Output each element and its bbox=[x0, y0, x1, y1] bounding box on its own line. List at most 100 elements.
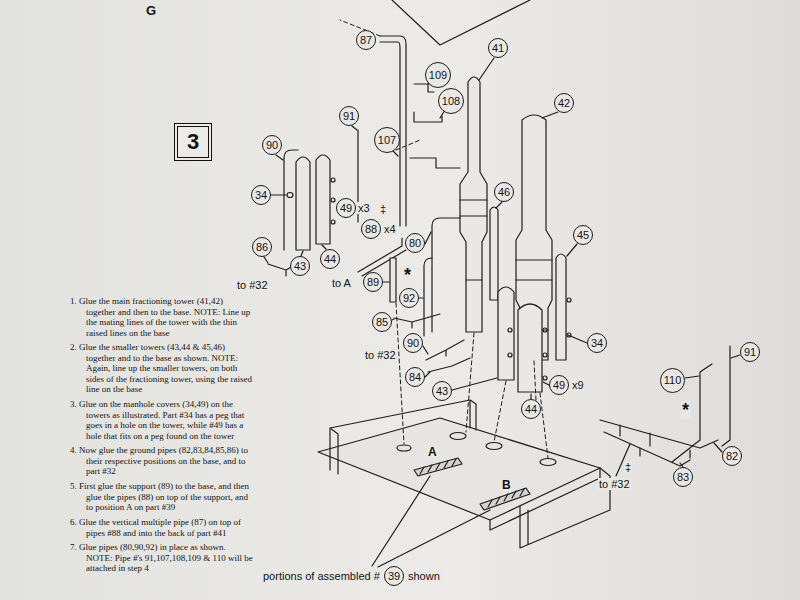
manhole-peg bbox=[543, 353, 547, 357]
callout-number: 84 bbox=[405, 367, 425, 387]
tower-part bbox=[556, 254, 566, 360]
quantity-note: x9 bbox=[571, 379, 585, 391]
part-number: 84 bbox=[409, 372, 421, 383]
pipe bbox=[620, 425, 690, 458]
instruction-step: 3. Glue on the manhole covers (34,49) on… bbox=[70, 399, 255, 441]
pipe bbox=[414, 112, 442, 122]
pipe bbox=[722, 346, 730, 446]
page-letter: G bbox=[145, 4, 157, 18]
callout-number: 41 bbox=[488, 38, 508, 58]
callout-number: 42 bbox=[554, 93, 574, 113]
pipe bbox=[428, 358, 470, 372]
callout-number: 110 bbox=[660, 368, 685, 393]
pipe-rack bbox=[414, 458, 462, 476]
part-number: 110 bbox=[664, 375, 682, 386]
step-number: 3 bbox=[187, 131, 199, 153]
callout-number: 90 bbox=[403, 333, 423, 353]
connection-note: to #32 bbox=[236, 279, 269, 291]
position-letter: B bbox=[501, 479, 512, 492]
leader-line bbox=[372, 476, 490, 567]
manhole-peg bbox=[331, 198, 335, 202]
pipe-support bbox=[390, 258, 396, 302]
pipe bbox=[424, 258, 432, 336]
callout-number: 86 bbox=[252, 237, 272, 257]
tower-part bbox=[296, 157, 310, 250]
manhole-cover bbox=[287, 193, 293, 198]
manhole-peg bbox=[331, 178, 335, 182]
callout-number: 109 bbox=[425, 62, 451, 88]
placement-line bbox=[494, 381, 506, 442]
quantity-note: x4 bbox=[383, 223, 397, 235]
callout-number: 39 bbox=[384, 566, 404, 586]
part-number: 88 bbox=[365, 224, 377, 235]
pipe bbox=[358, 238, 406, 276]
manhole-peg bbox=[543, 328, 547, 332]
manhole-peg bbox=[508, 353, 512, 357]
part-number: 41 bbox=[492, 43, 504, 54]
part-number: 108 bbox=[442, 96, 460, 107]
manhole-peg bbox=[331, 220, 335, 224]
base-hole bbox=[486, 443, 502, 450]
symbol-mark: ‡ bbox=[624, 461, 632, 473]
leader-line bbox=[264, 58, 740, 467]
placement-line bbox=[534, 361, 536, 400]
part-number: 82 bbox=[726, 451, 738, 462]
quantity-note: x3 bbox=[357, 202, 371, 214]
part-number: 83 bbox=[677, 472, 689, 483]
callout-number: 49 bbox=[336, 198, 356, 218]
callout-number: 44 bbox=[320, 249, 340, 269]
part-number: 86 bbox=[256, 242, 268, 253]
part-number: 87 bbox=[360, 35, 372, 46]
part-number: 44 bbox=[324, 254, 336, 265]
instruction-step: 4. Now glue the ground pipes (82,83,84,8… bbox=[70, 445, 255, 477]
part-number: 39 bbox=[388, 571, 400, 582]
caption-text: portions of assembled # bbox=[262, 570, 381, 582]
part-number: 90 bbox=[407, 338, 419, 349]
tower-part bbox=[518, 304, 542, 392]
part-number: 42 bbox=[558, 98, 570, 109]
base-hole bbox=[540, 459, 556, 466]
tower-part bbox=[498, 287, 514, 380]
callout-number: 43 bbox=[432, 381, 452, 401]
connection-note: to #32 bbox=[364, 349, 397, 361]
base-hole bbox=[450, 433, 466, 440]
callout-number: 46 bbox=[494, 182, 514, 202]
caption-text: shown bbox=[407, 570, 441, 582]
part-number: 90 bbox=[266, 140, 278, 151]
part-number: 91 bbox=[343, 111, 355, 122]
base-plate bbox=[318, 418, 600, 520]
part-number: 46 bbox=[498, 187, 510, 198]
callout-number: 45 bbox=[573, 225, 593, 245]
callout-number: 85 bbox=[372, 312, 392, 332]
part-number: 89 bbox=[367, 277, 379, 288]
part-number: 43 bbox=[436, 386, 448, 397]
callout-number: 90 bbox=[262, 135, 282, 155]
part-number: 45 bbox=[577, 230, 589, 241]
step-box: 3 bbox=[174, 123, 212, 161]
pipe bbox=[284, 150, 298, 250]
callout-number: 82 bbox=[722, 446, 742, 466]
manhole-peg bbox=[543, 376, 547, 380]
instruction-step: 2. Glue the smaller towers (43,44 & 45,4… bbox=[70, 342, 255, 395]
part-number: 92 bbox=[403, 293, 415, 304]
callout-number: 87 bbox=[356, 30, 376, 50]
connection-note: to #32 bbox=[598, 478, 631, 490]
callout-number: 88 bbox=[361, 219, 381, 239]
part-number: 109 bbox=[429, 70, 447, 81]
manhole-peg bbox=[567, 298, 571, 302]
connection-note: to A bbox=[331, 277, 352, 289]
symbol-mark: * bbox=[681, 401, 690, 419]
callout-number: 80 bbox=[405, 233, 425, 253]
callout-number: 107 bbox=[374, 127, 400, 153]
frame-rail bbox=[520, 468, 610, 548]
instruction-step: 1. Glue the main fractioning tower (41,4… bbox=[70, 296, 255, 338]
instruction-step: 5. First glue the support (89) to the ba… bbox=[70, 481, 255, 513]
callout-number: 49 bbox=[549, 375, 569, 395]
position-letter: A bbox=[427, 446, 438, 459]
callout-number: 44 bbox=[521, 399, 541, 419]
part-number: 107 bbox=[378, 135, 396, 146]
frame-rail bbox=[330, 400, 476, 474]
part-number: 34 bbox=[255, 190, 267, 201]
symbol-mark: * bbox=[403, 266, 412, 284]
